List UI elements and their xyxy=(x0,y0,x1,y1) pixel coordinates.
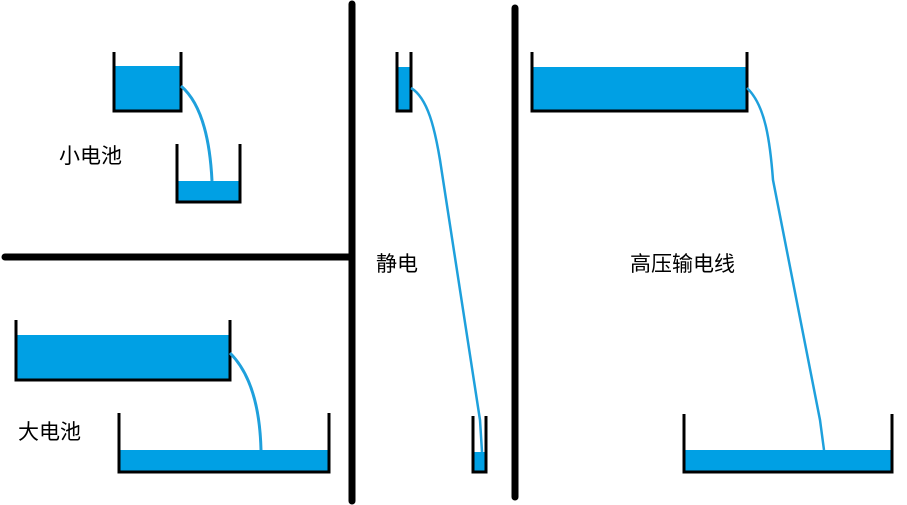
small-battery-system xyxy=(112,52,242,204)
static-upper-container xyxy=(395,52,413,113)
large-battery-lower-container xyxy=(117,413,331,474)
large-battery-stream xyxy=(228,351,263,451)
high-voltage-system xyxy=(530,52,894,474)
large-battery-upper-water xyxy=(16,335,230,379)
static-upper-water xyxy=(397,67,411,111)
small-battery-upper-container xyxy=(112,52,183,113)
small-battery-label: 小电池 xyxy=(59,144,122,168)
static-lower-water xyxy=(473,452,486,472)
high-voltage-lower-water xyxy=(684,450,892,471)
high-voltage-stream xyxy=(746,87,826,451)
high-voltage-lower-container xyxy=(682,414,894,474)
large-battery-system xyxy=(14,320,331,474)
static-stream xyxy=(410,86,484,453)
high-voltage-upper-water xyxy=(532,67,747,111)
panel-dividers xyxy=(1,0,519,505)
high-voltage-upper-container xyxy=(530,52,749,113)
small-battery-upper-water xyxy=(114,66,181,110)
static-electricity-label: 静电 xyxy=(376,252,418,276)
static-lower-container xyxy=(471,416,488,474)
small-battery-lower-water xyxy=(177,181,240,202)
large-battery-label: 大电池 xyxy=(18,420,81,444)
small-battery-stream xyxy=(180,84,214,182)
high-voltage-line-label: 高压输电线 xyxy=(630,252,735,276)
static-electricity-system xyxy=(395,52,488,474)
large-battery-upper-container xyxy=(14,320,232,382)
large-battery-lower-water xyxy=(119,450,329,471)
small-battery-lower-container xyxy=(175,144,242,204)
